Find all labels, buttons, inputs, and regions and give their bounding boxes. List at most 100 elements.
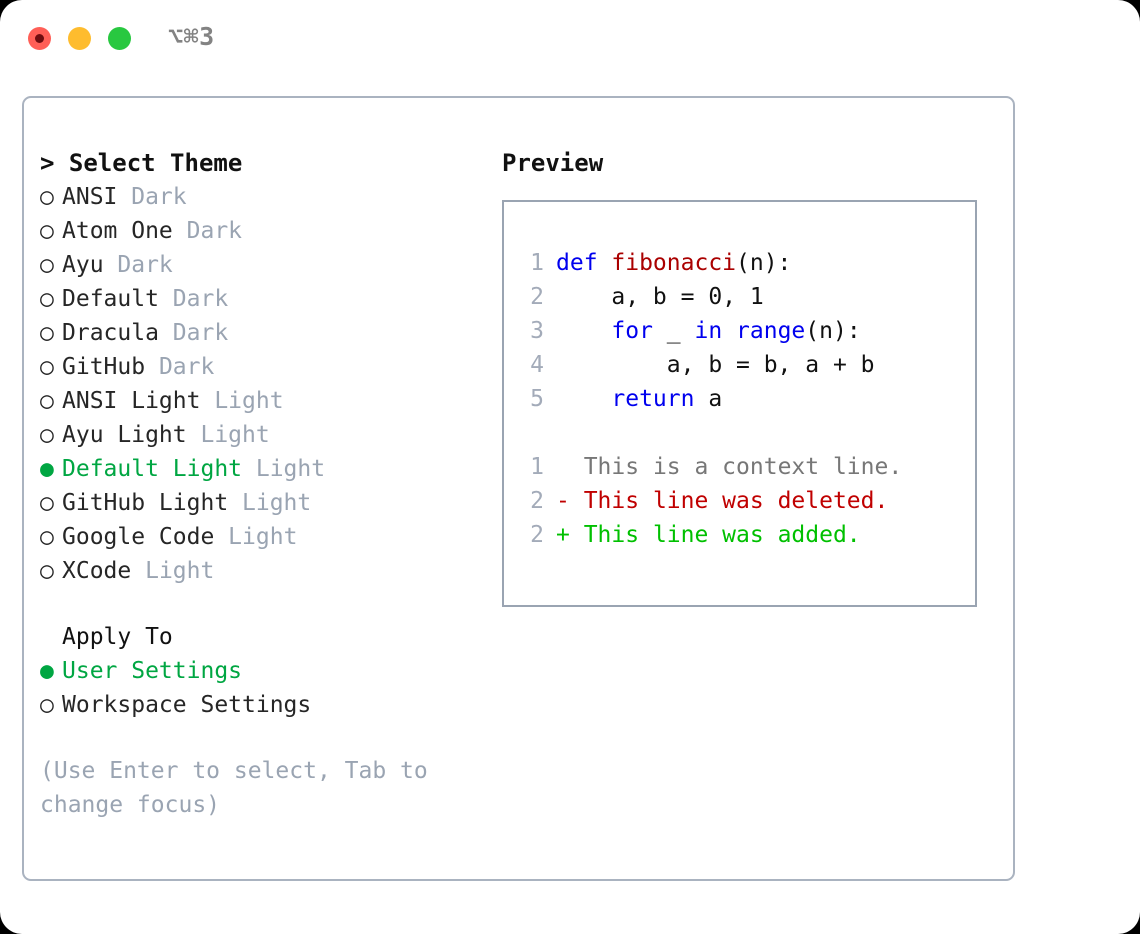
theme-option-category: Dark xyxy=(172,218,243,244)
radio-unselected-icon: ○ xyxy=(40,692,54,718)
diff-marker xyxy=(556,454,584,480)
apply-to-option-label: User Settings xyxy=(62,658,243,684)
radio-unselected-icon: ○ xyxy=(40,218,54,244)
theme-option-github-light[interactable]: ○ GitHub Light Light xyxy=(40,486,470,520)
radio-unselected-icon: ○ xyxy=(40,354,54,380)
select-theme-header: > Select Theme xyxy=(40,146,470,180)
theme-option-atom-one[interactable]: ○ Atom One Dark xyxy=(40,214,470,248)
diff-line: 1 This is a context line. xyxy=(518,450,975,484)
theme-option-category: Light xyxy=(214,524,298,550)
theme-option-label: ANSI Light xyxy=(62,388,201,414)
prompt-caret-icon: > xyxy=(40,149,69,177)
apply-to-option-label: Workspace Settings xyxy=(62,692,312,718)
code-token xyxy=(722,318,736,344)
theme-option-label: Atom One xyxy=(62,218,173,244)
code-token: a, b = b, a + b xyxy=(556,352,875,378)
code-token: (n): xyxy=(736,250,792,276)
radio-unselected-icon: ○ xyxy=(40,388,54,414)
theme-option-google-code[interactable]: ○Google Code Light xyxy=(40,520,470,554)
code-token: fibonacci xyxy=(611,250,737,276)
theme-option-dracula[interactable]: ○Dracula Dark xyxy=(40,316,470,350)
code-token: range xyxy=(736,318,806,344)
theme-option-ansi[interactable]: ○ ANSI Dark xyxy=(40,180,470,214)
theme-option-label: Ayu xyxy=(62,252,104,278)
theme-option-category: Light xyxy=(186,422,270,448)
theme-option-ansi-light[interactable]: ○ ANSI Light Light xyxy=(40,384,470,418)
select-theme-header-label: Select Theme xyxy=(68,149,243,177)
keyboard-hint-text: (Use Enter to select, Tab to change focu… xyxy=(40,758,428,818)
theme-option-label: XCode xyxy=(62,558,132,584)
close-button[interactable] xyxy=(28,27,51,50)
code-token: (n): xyxy=(805,318,861,344)
code-token: a xyxy=(694,386,723,412)
diff-text: This is a context line. xyxy=(583,454,903,480)
theme-option-ayu-light[interactable]: ○ Ayu Light Light xyxy=(40,418,470,452)
theme-option-category: Light xyxy=(242,456,326,482)
theme-option-github[interactable]: ○GitHub Dark xyxy=(40,350,470,384)
code-spacer xyxy=(518,416,975,450)
theme-list: ○ANSI Dark○Atom One Dark○Ayu Dark○Defaul… xyxy=(40,180,470,588)
line-number: 2 xyxy=(530,522,544,548)
radio-unselected-icon: ○ xyxy=(40,490,54,516)
diff-line: 2- This line was deleted. xyxy=(518,484,975,518)
code-token xyxy=(556,318,611,344)
radio-unselected-icon: ○ xyxy=(40,184,54,210)
diff-text: This line was deleted. xyxy=(583,488,889,514)
radio-unselected-icon: ○ xyxy=(40,286,54,312)
section-spacer xyxy=(40,588,470,620)
line-number: 1 xyxy=(530,454,544,480)
theme-option-label: Dracula xyxy=(62,320,159,346)
code-token: a, b = 0, 1 xyxy=(556,284,764,310)
apply-to-option-workspace-settings[interactable]: ○ Workspace Settings xyxy=(40,688,470,722)
radio-selected-icon: ● xyxy=(40,456,54,482)
radio-unselected-icon: ○ xyxy=(40,320,54,346)
theme-option-label: GitHub xyxy=(62,354,146,380)
keyboard-shortcut-label: ⌥⌘3 xyxy=(168,22,215,51)
code-line: 3 for _ in range(n): xyxy=(518,314,975,348)
line-number: 1 xyxy=(530,250,544,276)
apply-to-list: ● User Settings ○ Workspace Settings xyxy=(40,654,470,722)
radio-selected-icon: ● xyxy=(40,658,54,684)
line-number: 4 xyxy=(530,352,544,378)
theme-option-label: Google Code xyxy=(62,524,215,550)
code-token: return xyxy=(611,386,695,412)
dialog-panel: > Select Theme ○ANSI Dark○Atom One Dark○… xyxy=(22,96,1015,881)
code-token: for xyxy=(611,318,653,344)
theme-option-default-light[interactable]: ●Default Light Light xyxy=(40,452,470,486)
diff-sample: 1 This is a context line.2- This line wa… xyxy=(518,450,975,552)
theme-option-label: Ayu Light xyxy=(62,422,187,448)
theme-option-default[interactable]: ○Default Dark xyxy=(40,282,470,316)
diff-text: This line was added. xyxy=(583,522,861,548)
radio-unselected-icon: ○ xyxy=(40,558,54,584)
diff-line: 2+ This line was added. xyxy=(518,518,975,552)
maximize-button[interactable] xyxy=(108,27,131,50)
theme-option-category: Light xyxy=(131,558,215,584)
code-token: in xyxy=(694,318,723,344)
theme-option-ayu[interactable]: ○Ayu Dark xyxy=(40,248,470,282)
code-line: 5 return a xyxy=(518,382,975,416)
theme-option-category: Dark xyxy=(158,286,229,312)
theme-option-label: ANSI xyxy=(62,184,118,210)
code-line: 1 def fibonacci(n): xyxy=(518,246,975,280)
theme-option-category: Dark xyxy=(103,252,173,278)
code-token: def xyxy=(556,250,612,276)
theme-option-xcode[interactable]: ○ XCode Light xyxy=(40,554,470,588)
theme-option-category: Light xyxy=(200,388,284,414)
code-line: 2 a, b = 0, 1 xyxy=(518,280,975,314)
apply-to-option-user-settings[interactable]: ● User Settings xyxy=(40,654,470,688)
preview-title: Preview xyxy=(502,149,604,177)
code-token xyxy=(556,386,611,412)
code-line: 4 a, b = b, a + b xyxy=(518,348,975,382)
theme-option-category: Light xyxy=(228,490,312,516)
theme-option-category: Dark xyxy=(117,184,187,210)
apply-to-header: Apply To xyxy=(62,624,173,650)
line-number: 3 xyxy=(530,318,544,344)
theme-option-label: GitHub Light xyxy=(62,490,229,516)
diff-marker: - xyxy=(556,488,584,514)
minimize-button[interactable] xyxy=(68,27,91,50)
radio-unselected-icon: ○ xyxy=(40,422,54,448)
